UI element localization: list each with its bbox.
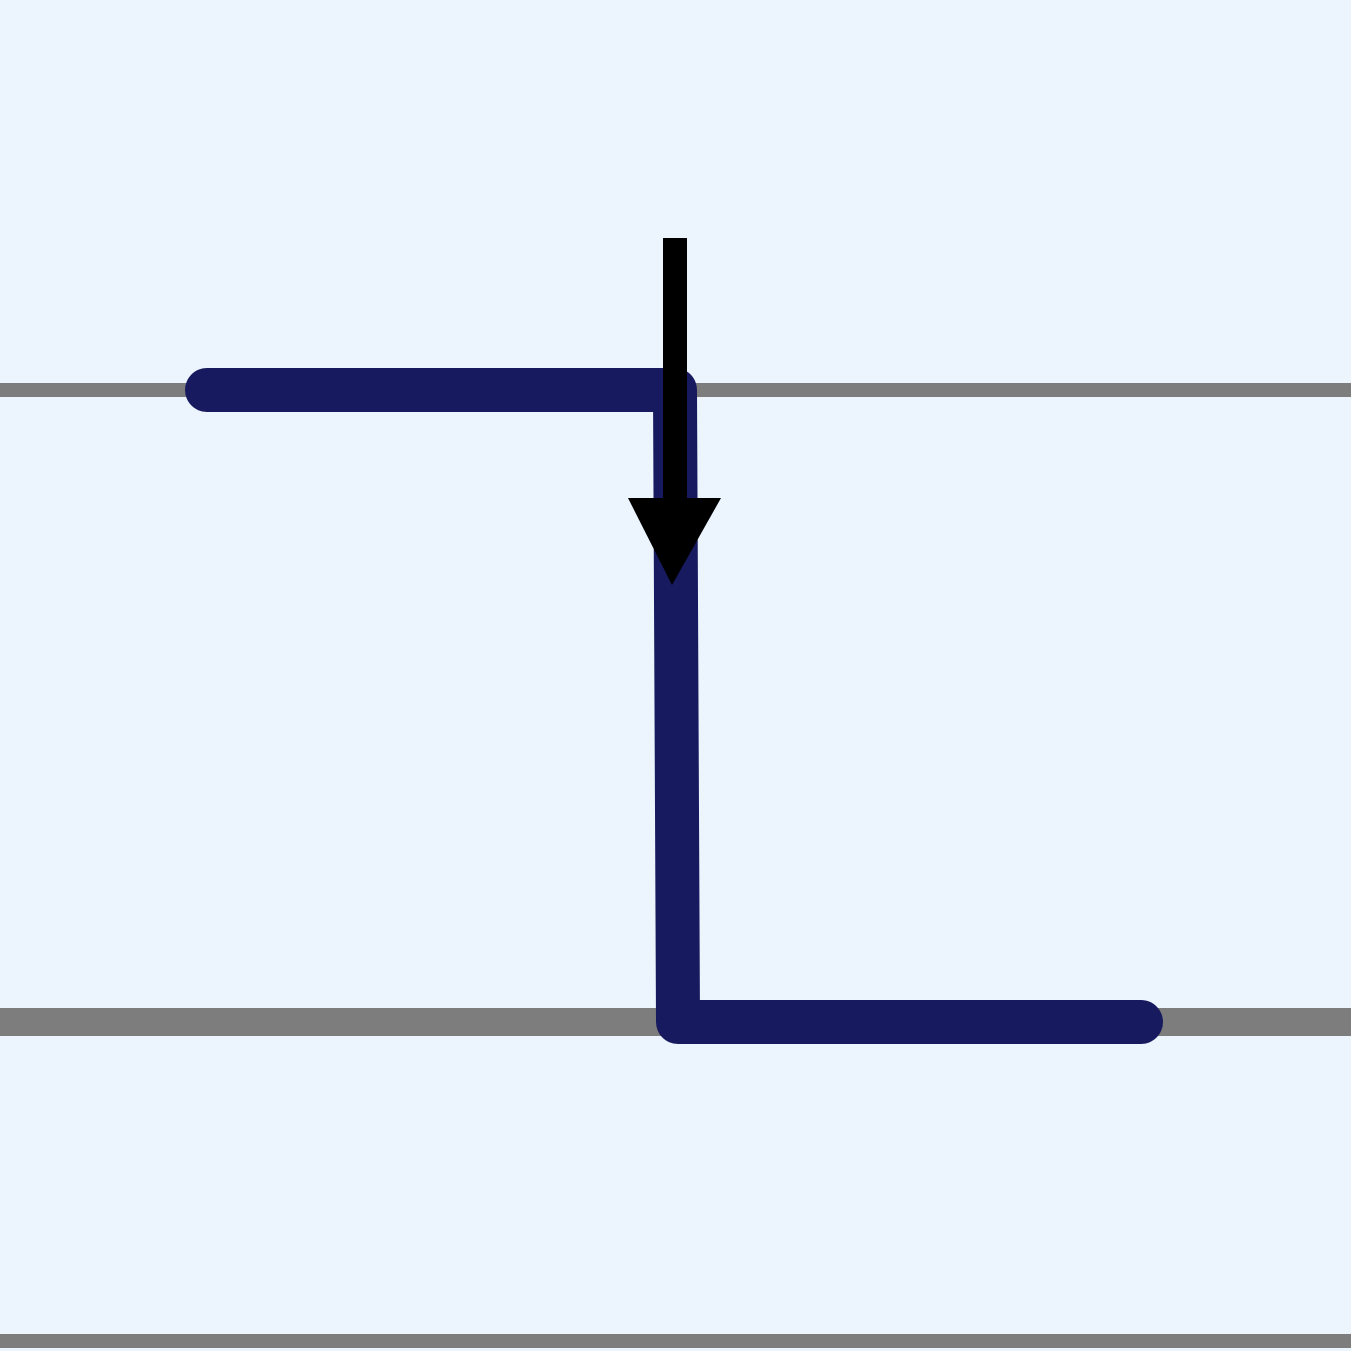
step-waveform <box>185 368 1163 1044</box>
arrow-head-icon <box>628 498 721 585</box>
